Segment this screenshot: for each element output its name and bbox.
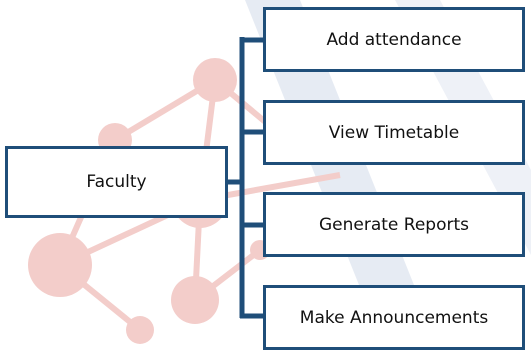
make-announcements-node: Make Announcements <box>263 285 525 350</box>
view-timetable-label: View Timetable <box>328 122 460 143</box>
faculty-label: Faculty <box>86 172 147 192</box>
add-attendance-node: Add attendance <box>263 7 525 72</box>
faculty-node: Faculty <box>5 146 228 218</box>
make-announcements-label: Make Announcements <box>299 307 489 328</box>
generate-reports-node: Generate Reports <box>263 192 525 257</box>
view-timetable-node: View Timetable <box>263 100 525 165</box>
generate-reports-label: Generate Reports <box>318 214 469 235</box>
add-attendance-label: Add attendance <box>326 29 462 50</box>
